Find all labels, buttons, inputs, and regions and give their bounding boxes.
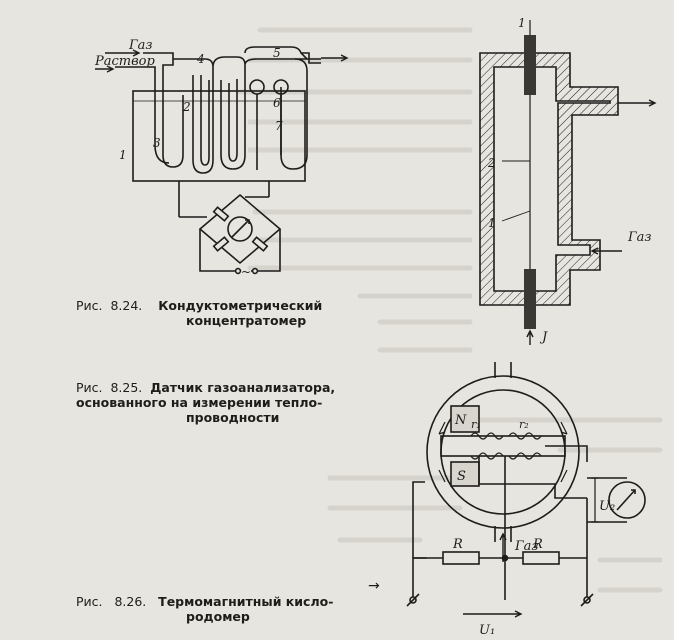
label-r-right: R [532, 537, 543, 552]
part-number-3: 3 [153, 136, 161, 150]
coil-r1 [470, 432, 504, 460]
part-number-5: 5 [273, 46, 281, 60]
bottom-electrode [524, 269, 536, 329]
u-tube-middle [220, 75, 246, 170]
u1-arrow [463, 610, 523, 618]
bridge-diamond [198, 193, 282, 265]
electrode-bulb [249, 79, 265, 95]
label-solution: Раствор [94, 54, 155, 69]
part-number-2: 2 [487, 156, 496, 170]
figure-8-24-conductometer: Газ Раствор 1 2 3 4 5 6 7 ~ [94, 38, 349, 279]
galvanometer-icon [227, 216, 253, 242]
label-u1: U₁ [479, 623, 495, 638]
vessel [132, 90, 306, 182]
caption-8-24: Рис. 8.24. Кондуктометрический концентра… [76, 298, 323, 328]
resistor-r-right [522, 551, 560, 565]
u2-bracket [591, 477, 599, 523]
top-electrode [524, 35, 536, 95]
gas-inlet-tube [143, 52, 184, 168]
sensor-housing [479, 52, 619, 306]
label-r-left: R [452, 537, 463, 552]
part-number-1-bottom: 1 [488, 216, 496, 230]
label-r1: r₁ [471, 418, 481, 431]
outlet-tube [295, 52, 321, 64]
label-current: J [539, 330, 548, 345]
figure-8-25-thermal-sensor: 1 2 1 Газ J [479, 16, 657, 345]
figure-8-26-thermomagnetic-oxygen-meter: N r₁ r₂ S Газ R R U₂ U₁ [406, 362, 646, 638]
solution-inlet-tube [115, 66, 170, 164]
caption-8-25: Рис. 8.25. Датчик газоанализатора, основ… [76, 380, 336, 425]
ac-symbol: ~ [241, 265, 251, 279]
part-number-7: 7 [275, 119, 283, 133]
ring-chamber-outer [426, 375, 580, 529]
label-s: S [457, 469, 466, 484]
label-u2: U₂ [599, 499, 615, 514]
voltmeter-icon [608, 481, 646, 519]
margin-arrow: → [368, 578, 380, 594]
part-number-1-top: 1 [518, 16, 526, 30]
resistor-r-left [442, 551, 480, 565]
part-number-2: 2 [182, 100, 191, 114]
top-manifold [173, 56, 308, 170]
outlet-arrow [321, 54, 349, 62]
label-n: N [454, 413, 467, 428]
coil-r2 [508, 432, 542, 460]
part-number-6: 6 [273, 96, 281, 110]
part-number-1: 1 [119, 148, 127, 162]
caption-8-26: Рис. 8.26. Термомагнитный кисло- родомер [76, 594, 334, 624]
magnet-n [450, 405, 480, 433]
label-r2: r₂ [519, 418, 529, 431]
label-gas: Газ [514, 539, 538, 554]
label-gas: Газ [128, 38, 152, 53]
u-tube-2 [192, 75, 214, 174]
part-number-4: 4 [196, 52, 205, 66]
label-gas: Газ [627, 230, 651, 245]
